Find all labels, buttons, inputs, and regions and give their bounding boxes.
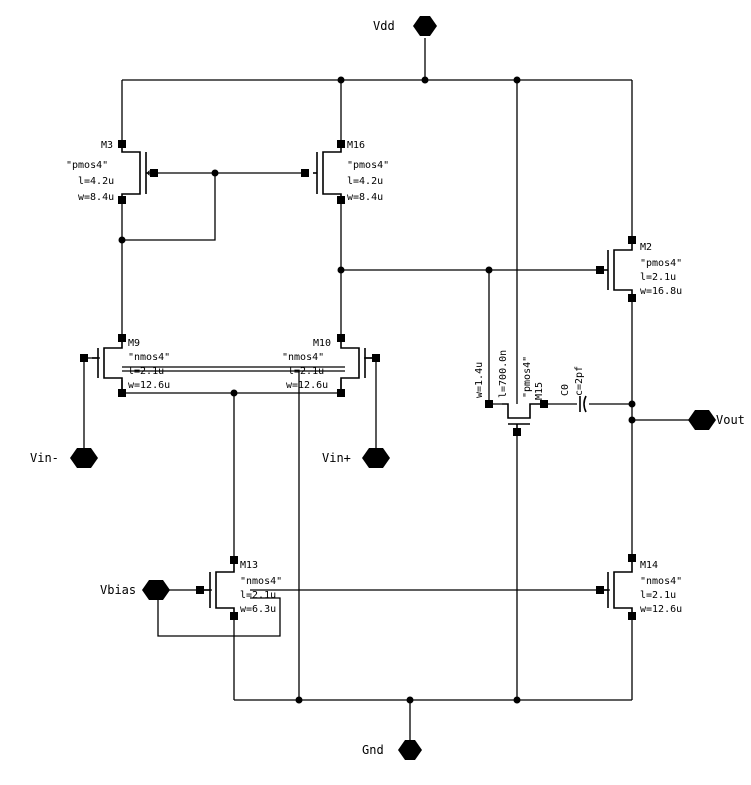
vbias-label: Vbias [100,583,136,597]
m14-width: w=12.6u [640,604,682,615]
m16-length: l=4.2u [347,176,383,187]
m9-model: "nmos4" [128,352,170,363]
m15-model: "pmos4" [522,356,533,398]
transistor-m14[interactable]: M14 "nmos4" l=2.1u w=12.6u [596,554,682,620]
m3-width: w=8.4u [78,192,114,203]
vout-label: Vout [716,413,745,427]
m14-name: M14 [640,560,658,571]
wire-m13-bulk [157,597,281,637]
pin-vout[interactable]: Vout [688,410,745,430]
m2-length: l=2.1u [640,272,676,283]
m9-name: M9 [128,338,140,349]
m14-length: l=2.1u [640,590,676,601]
vdd-pin-icon [413,16,437,36]
transistor-m3[interactable]: M3 "pmos4" l=4.2u w=8.4u [66,140,158,204]
junction-dot [337,76,345,84]
pin-vin-minus[interactable]: Vin- [30,448,98,468]
m16-model: "pmos4" [347,160,389,171]
m16-name: M16 [347,140,365,151]
junction-dot [628,400,636,408]
junction-dot [211,169,219,177]
junction-dot [628,416,636,424]
transistor-m13[interactable]: M13 "nmos4" l=2.1u w=6.3u [196,556,282,620]
junction-dots [118,76,636,704]
vin-plus-pin-icon [362,448,390,468]
vdd-label: Vdd [373,19,395,33]
vbias-pin-icon [142,580,170,600]
m15-name: M15 [534,382,545,400]
wire-m3-diode [122,173,216,241]
vin-minus-label: Vin- [30,451,59,465]
pin-vdd[interactable]: Vdd [373,16,437,36]
m9-length: l=2.1u [128,366,164,377]
junction-dot [513,696,521,704]
junction-dot [406,696,414,704]
m10-model: "nmos4" [282,352,324,363]
m16-width: w=8.4u [347,192,383,203]
m3-length: l=4.2u [78,176,114,187]
capacitor-c0[interactable]: C0 c=2pf [560,366,587,413]
m15-length: l=700.0n [498,350,509,398]
m14-model: "nmos4" [640,576,682,587]
c0-name: C0 [560,384,571,396]
m10-name: M10 [313,338,331,349]
pin-vin-plus[interactable]: Vin+ [322,448,390,468]
junction-dot [230,389,238,397]
m2-model: "pmos4" [640,258,682,269]
transistor-m2[interactable]: M2 "pmos4" l=2.1u w=16.8u [596,236,682,302]
transistor-m15[interactable]: w=1.4u l=700.0n "pmos4" M15 [474,350,548,436]
junction-dot [118,236,126,244]
transistor-m9[interactable]: M9 "nmos4" l=2.1u w=12.6u [80,334,170,397]
junction-dot [513,76,521,84]
vout-pin-icon [688,410,716,430]
m3-model: "pmos4" [66,160,108,171]
m10-width: w=12.6u [286,380,328,391]
m3-name: M3 [101,140,113,151]
gnd-pin-icon [398,740,422,760]
m13-model: "nmos4" [240,576,282,587]
vin-minus-pin-icon [70,448,98,468]
m13-length: l=2.1u [240,590,276,601]
m15-width: w=1.4u [474,362,485,398]
junction-dot [421,76,429,84]
pin-vbias[interactable]: Vbias [100,580,170,600]
transistor-m10[interactable]: M10 "nmos4" l=2.1u w=12.6u [282,334,380,397]
junction-dot [295,696,303,704]
junction-dot [485,266,493,274]
m13-name: M13 [240,560,258,571]
m2-width: w=16.8u [640,286,682,297]
wires [83,38,690,742]
junction-dot [337,266,345,274]
c0-value: c=2pf [574,366,585,396]
m10-length: l=2.1u [288,366,324,377]
gnd-label: Gnd [362,743,384,757]
vin-plus-label: Vin+ [322,451,351,465]
m2-name: M2 [640,242,652,253]
pin-gnd[interactable]: Gnd [362,740,422,760]
transistor-m16[interactable]: M16 "pmos4" l=4.2u w=8.4u [301,140,389,204]
m13-width: w=6.3u [240,604,276,615]
m9-width: w=12.6u [128,380,170,391]
